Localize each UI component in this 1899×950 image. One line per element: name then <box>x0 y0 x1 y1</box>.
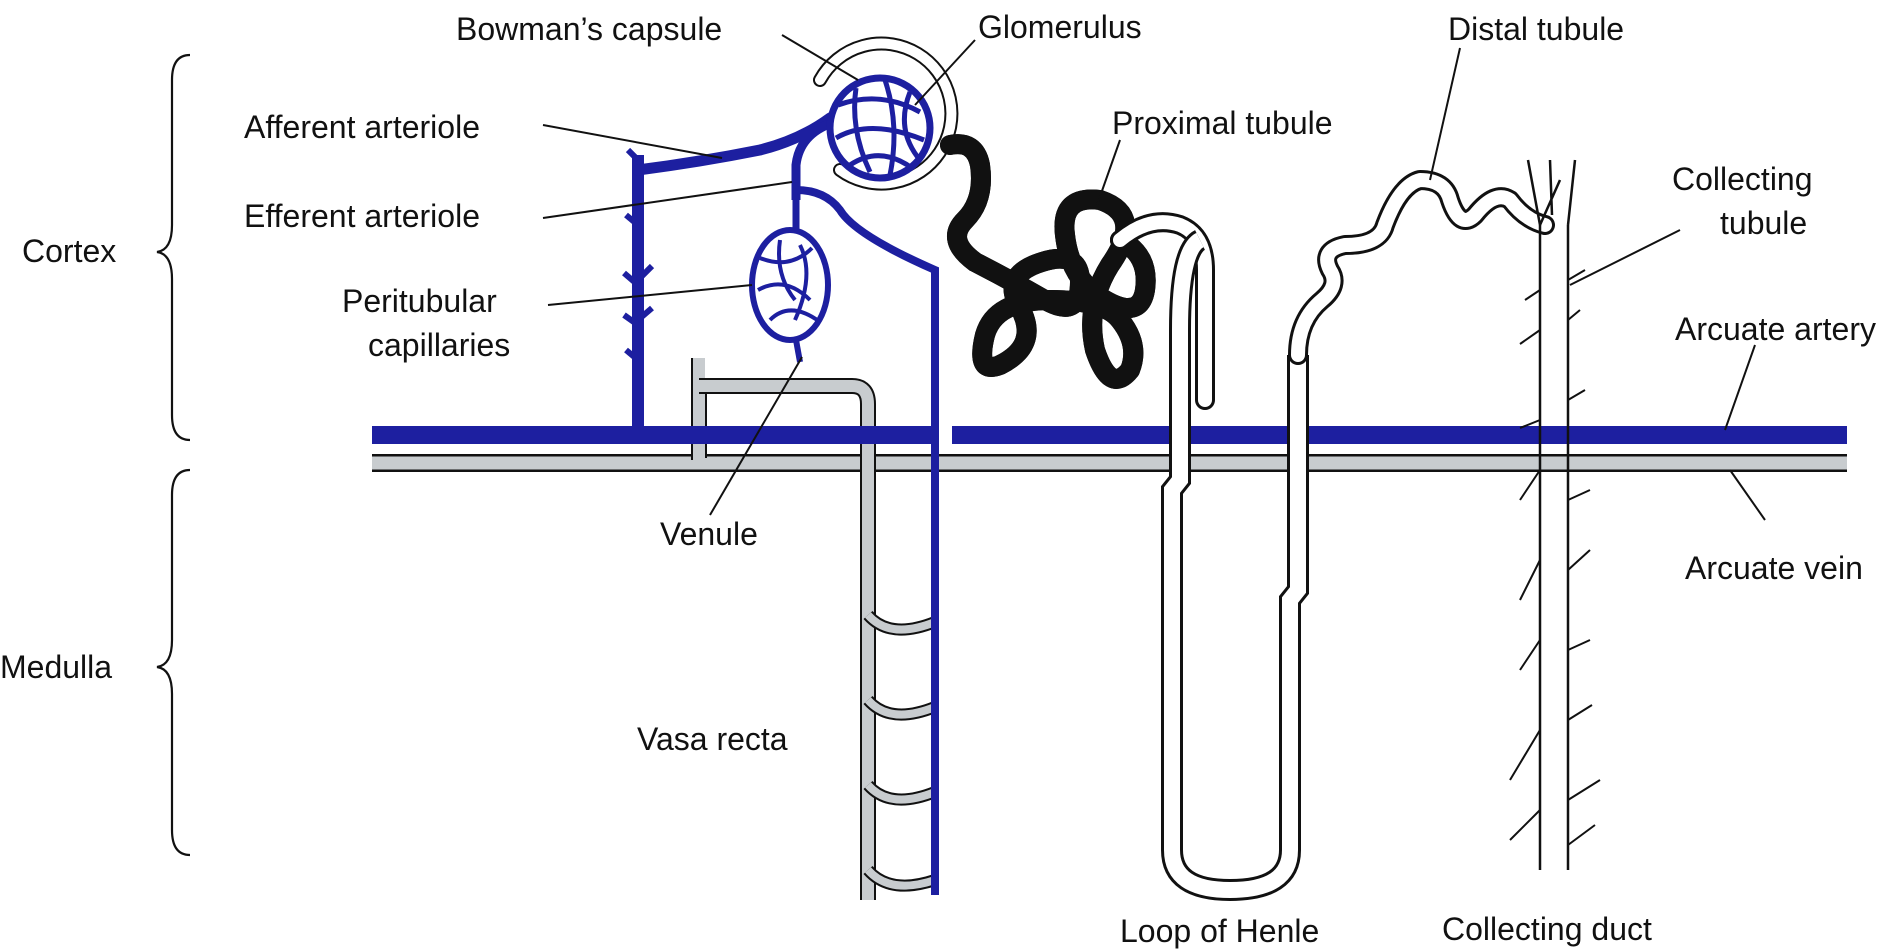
cortex-brace <box>157 55 190 440</box>
collecting-tubule-label-line1: Collecting <box>1672 161 1813 197</box>
collecting-duct-label: Collecting duct <box>1442 911 1652 947</box>
efferent-arteriole-label: Efferent arteriole <box>244 198 480 234</box>
collecting-duct-shape <box>1510 160 1600 870</box>
glomerulus-label: Glomerulus <box>978 9 1142 45</box>
collecting-tubule-label-line2: tubule <box>1720 205 1807 241</box>
arcuate-artery-vessel <box>372 426 1847 444</box>
venule-label: Venule <box>660 516 758 552</box>
proximal-tubule-label: Proximal tubule <box>1112 105 1333 141</box>
vasa-recta-label: Vasa recta <box>637 721 788 757</box>
glomerulus-shape <box>830 78 930 178</box>
proximal-tubule-shape <box>950 144 1205 400</box>
loop-of-henle-shape <box>1172 240 1298 890</box>
medulla-brace <box>157 470 190 855</box>
loop-of-henle-label: Loop of Henle <box>1120 913 1319 949</box>
peritubular-capillaries-label-line2: capillaries <box>368 327 510 363</box>
distal-tubule-shape <box>1298 180 1545 355</box>
arcuate-vein-label: Arcuate vein <box>1685 550 1863 586</box>
afferent-arteriole-label: Afferent arteriole <box>244 109 480 145</box>
arcuate-artery-label: Arcuate artery <box>1675 311 1876 347</box>
efferent-and-capillaries <box>752 120 935 895</box>
bowmans-capsule-label: Bowman’s capsule <box>456 11 722 47</box>
arcuate-vein-vessel <box>372 454 1847 472</box>
medulla-label: Medulla <box>0 649 112 685</box>
cortex-label: Cortex <box>22 233 116 269</box>
distal-tubule-label: Distal tubule <box>1448 11 1624 47</box>
peritubular-capillaries-label-line1: Peritubular <box>342 283 497 319</box>
